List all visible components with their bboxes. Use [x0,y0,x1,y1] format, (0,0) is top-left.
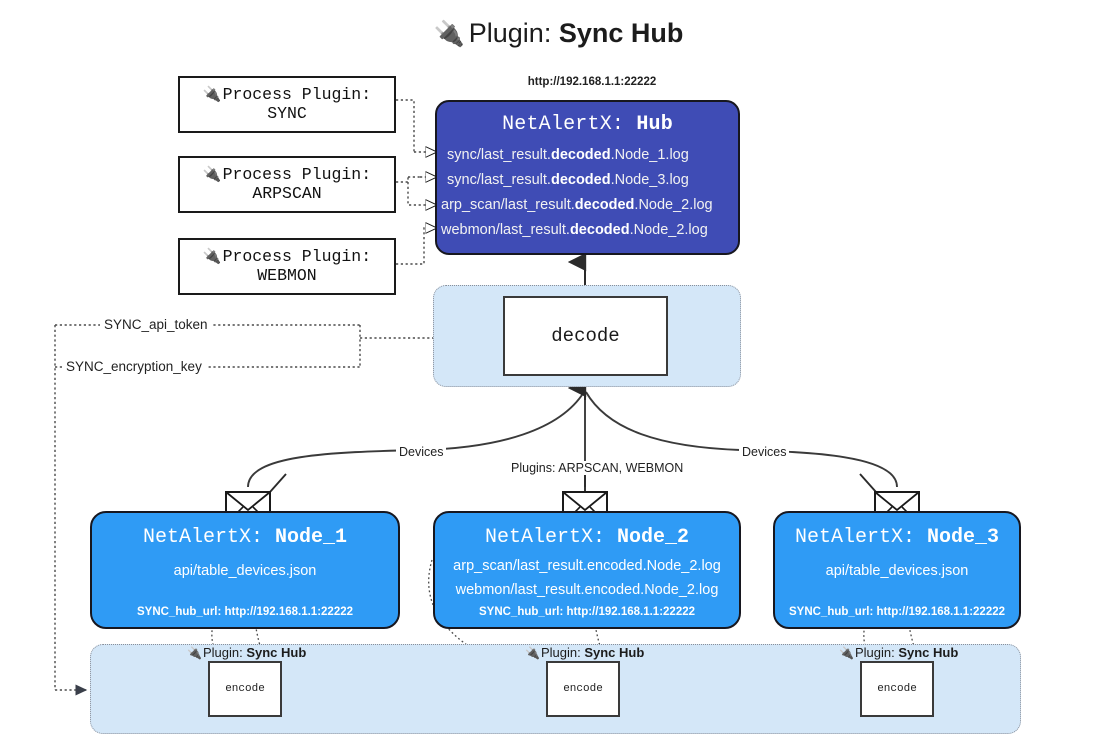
hub-log-list: sync/last_result.decoded.Node_1.log sync… [437,143,738,243]
node-line-list: api/table_devices.json [92,549,398,606]
process-plugin-label: Process Plugin: [222,246,372,266]
hub-log-line: webmon/last_result.decoded.Node_2.log [441,222,708,238]
node-box-node-3[interactable]: NetAlertX: Node_3 api/table_devices.json… [773,511,1021,629]
connector-webmon-to-log4 [396,228,436,265]
process-plugin-box-arpscan[interactable]: 🔌Process Plugin: ARPSCAN [178,156,396,213]
node-line-list: arp_scan/last_result.encoded.Node_2.log … [435,549,739,606]
process-plugin-name: WEBMON [257,265,317,285]
node-hub-url-label: SYNC_hub_url: http://192.168.1.1:22222 [478,606,696,618]
edge-label-plugins: Plugins: ARPSCAN, WEBMON [508,461,687,475]
page-title-name: Sync Hub [558,18,684,48]
hub-title-name: Hub [636,113,673,136]
node-line: api/table_devices.json [173,563,317,579]
sync-api-token-label: SYNC_api_token [100,317,212,332]
electric-plug-icon: 🔌 [525,646,540,660]
electric-plug-icon: 🔌 [839,646,854,660]
node-hub-url-label: SYNC_hub_url: http://192.168.1.1:22222 [788,606,1006,618]
node-title: NetAlertX: Node_3 [794,526,1000,549]
decode-box[interactable]: decode [503,296,668,376]
node-line-list: api/table_devices.json [775,549,1019,606]
page-title-prefix: Plugin: [468,18,552,48]
process-plugin-label: Process Plugin: [222,84,372,104]
encoder-caption-1: 🔌Plugin: Sync Hub [187,645,307,660]
node-line: arp_scan/last_result.encoded.Node_2.log [453,557,721,574]
edge-label-devices-right: Devices [739,445,790,459]
connector-arpscan-to-log3 [407,182,436,205]
hub-log-line: arp_scan/last_result.decoded.Node_2.log [441,197,713,213]
process-plugin-label: Process Plugin: [222,164,372,184]
node-box-node-1[interactable]: NetAlertX: Node_1 api/table_devices.json… [90,511,400,629]
hub-log-line: sync/last_result.decoded.Node_1.log [447,147,689,163]
node-title: NetAlertX: Node_1 [142,526,348,549]
electric-plug-icon: 🔌 [202,248,222,266]
hub-node-box[interactable]: NetAlertX: Hub sync/last_result.decoded.… [435,100,740,255]
connector-envelope1-stem [269,473,287,493]
process-plugin-name: SYNC [267,103,307,123]
process-plugin-box-webmon[interactable]: 🔌Process Plugin: WEBMON [178,238,396,295]
encoder-caption-3: 🔌Plugin: Sync Hub [839,645,959,660]
encode-box-node-2[interactable]: encode [546,661,620,717]
process-plugin-name: ARPSCAN [252,183,322,203]
electric-plug-icon: 🔌 [187,646,202,660]
encode-box-node-3[interactable]: encode [860,661,934,717]
node-line: webmon/last_result.encoded.Node_2.log [455,581,719,598]
encoder-caption-2: 🔌Plugin: Sync Hub [525,645,645,660]
edge-label-devices-left: Devices [396,445,447,459]
node-hub-url-label: SYNC_hub_url: http://192.168.1.1:22222 [136,606,354,618]
sync-encryption-key-label: SYNC_encryption_key [62,359,206,374]
encode-box-node-1[interactable]: encode [208,661,282,717]
hub-title: NetAlertX: Hub [437,113,738,136]
connector-envelope3-stem [859,473,877,493]
hub-title-prefix: NetAlertX: [502,113,625,136]
hub-url-label: http://192.168.1.1:22222 [527,76,657,88]
page-title: 🔌Plugin: Sync Hub [0,18,1117,49]
connector-arpscan-stub [396,177,409,183]
electric-plug-icon: 🔌 [202,166,222,184]
electric-plug-icon: 🔌 [433,20,465,48]
process-plugin-box-sync[interactable]: 🔌Process Plugin: SYNC [178,76,396,133]
hub-log-line: sync/last_result.decoded.Node_3.log [447,172,689,188]
electric-plug-icon: 🔌 [202,86,222,104]
node-box-node-2[interactable]: NetAlertX: Node_2 arp_scan/last_result.e… [433,511,741,629]
node-title: NetAlertX: Node_2 [484,526,690,549]
connector-sync-to-log1 [396,99,415,152]
node-line: api/table_devices.json [825,563,969,579]
